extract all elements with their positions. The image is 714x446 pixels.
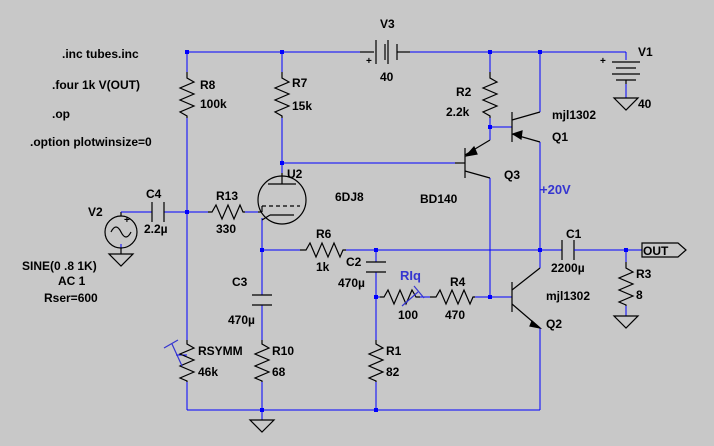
- ground-icon: [612, 315, 640, 329]
- directive-option: .option plotwinsize=0: [30, 135, 152, 149]
- c2-label: C2: [346, 255, 362, 269]
- out-port[interactable]: [641, 242, 687, 258]
- r8-value: 100k: [200, 97, 227, 111]
- wires: [120, 51, 642, 420]
- potentiometer-riq[interactable]: [380, 285, 425, 307]
- r6-value: 1k: [316, 260, 330, 274]
- r4-label: R4: [450, 275, 466, 289]
- q2-value: mjl1302: [546, 289, 590, 303]
- v1-label: V1: [638, 45, 653, 59]
- directive-four: .four 1k V(OUT): [52, 78, 140, 92]
- v2-value: SINE(0 .8 1K): [22, 259, 97, 273]
- ground-icon: [107, 253, 135, 267]
- v2-label: V2: [88, 205, 103, 219]
- q3-label: Q3: [504, 168, 520, 182]
- r13-value: 330: [216, 222, 236, 236]
- capacitor-c2[interactable]: [366, 261, 386, 273]
- battery-v3-plus: +: [366, 56, 372, 67]
- q2-label: Q2: [546, 317, 562, 331]
- r1-value: 82: [386, 365, 400, 379]
- resistor-r4[interactable]: [430, 288, 475, 306]
- c1-value: 2200µ: [551, 261, 585, 275]
- r4-value: 470: [445, 308, 465, 322]
- c2-value: 470µ: [338, 276, 365, 290]
- resistor-r1[interactable]: [367, 340, 385, 382]
- directive-op: .op: [52, 107, 70, 121]
- u2-value: 6DJ8: [335, 190, 364, 204]
- r3-value: 8: [636, 288, 643, 302]
- ground-icon: [612, 97, 640, 111]
- r10-label: R10: [272, 344, 294, 358]
- riq-label: RIq: [400, 268, 421, 283]
- r1-label: R1: [386, 344, 402, 358]
- r3-label: R3: [636, 267, 652, 281]
- transistor-q2[interactable]: [511, 267, 543, 330]
- c4-label: C4: [146, 187, 162, 201]
- capacitor-c1[interactable]: [561, 240, 592, 260]
- r6-label: R6: [316, 227, 332, 241]
- transistor-q1[interactable]: [511, 111, 541, 143]
- q1-label: Q1: [552, 130, 568, 144]
- capacitor-c4[interactable]: [151, 202, 165, 222]
- ground-icon: [248, 419, 276, 433]
- resistor-r2[interactable]: [481, 72, 499, 118]
- battery-v3[interactable]: +: [360, 40, 410, 67]
- r2-label: R2: [456, 85, 472, 99]
- rsymm-label: RSYMM: [198, 344, 243, 358]
- v3-label: V3: [380, 17, 395, 31]
- r7-label: R7: [292, 76, 308, 90]
- r10-value: 68: [272, 365, 286, 379]
- potentiometer-rsymm[interactable]: [163, 339, 196, 382]
- r8-label: R8: [200, 78, 216, 92]
- rsymm-value: 46k: [198, 365, 218, 379]
- resistor-r10[interactable]: [253, 340, 271, 382]
- v3-value: 40: [380, 70, 394, 84]
- rail-voltage-label: +20V: [540, 182, 571, 197]
- u2-label: U2: [287, 167, 303, 181]
- resistor-r13[interactable]: [208, 203, 245, 221]
- junction-dots: [185, 50, 628, 412]
- c3-value: 470µ: [228, 313, 255, 327]
- resistor-r6[interactable]: [300, 241, 346, 259]
- resistor-r7[interactable]: [273, 72, 291, 118]
- q1-value: mjl1302: [552, 108, 596, 122]
- c1-label: C1: [566, 227, 582, 241]
- q3-value: BD140: [420, 192, 458, 206]
- riq-value: 100: [398, 308, 418, 322]
- transistor-q3[interactable]: [455, 127, 491, 179]
- battery-v1[interactable]: +: [600, 56, 640, 84]
- triode-u2[interactable]: [257, 173, 307, 225]
- sine-source-v2[interactable]: +: [104, 211, 142, 254]
- out-port-label: OUT: [643, 244, 669, 258]
- v2-ac: AC 1: [58, 274, 86, 288]
- v1-value: 40: [638, 97, 652, 111]
- resistor-r8[interactable]: [178, 72, 196, 118]
- v2-rser: Rser=600: [44, 291, 98, 305]
- r7-value: 15k: [292, 99, 312, 113]
- r13-label: R13: [216, 189, 238, 203]
- resistor-r3[interactable]: [617, 262, 635, 306]
- r2-value: 2.2k: [446, 105, 470, 119]
- directive-include: .inc tubes.inc: [62, 47, 139, 61]
- c4-value: 2.2µ: [144, 222, 168, 236]
- sine-source-v2-plus: +: [124, 215, 130, 226]
- c3-label: C3: [232, 275, 248, 289]
- battery-v1-plus: +: [600, 56, 606, 67]
- capacitor-c3[interactable]: [252, 294, 272, 306]
